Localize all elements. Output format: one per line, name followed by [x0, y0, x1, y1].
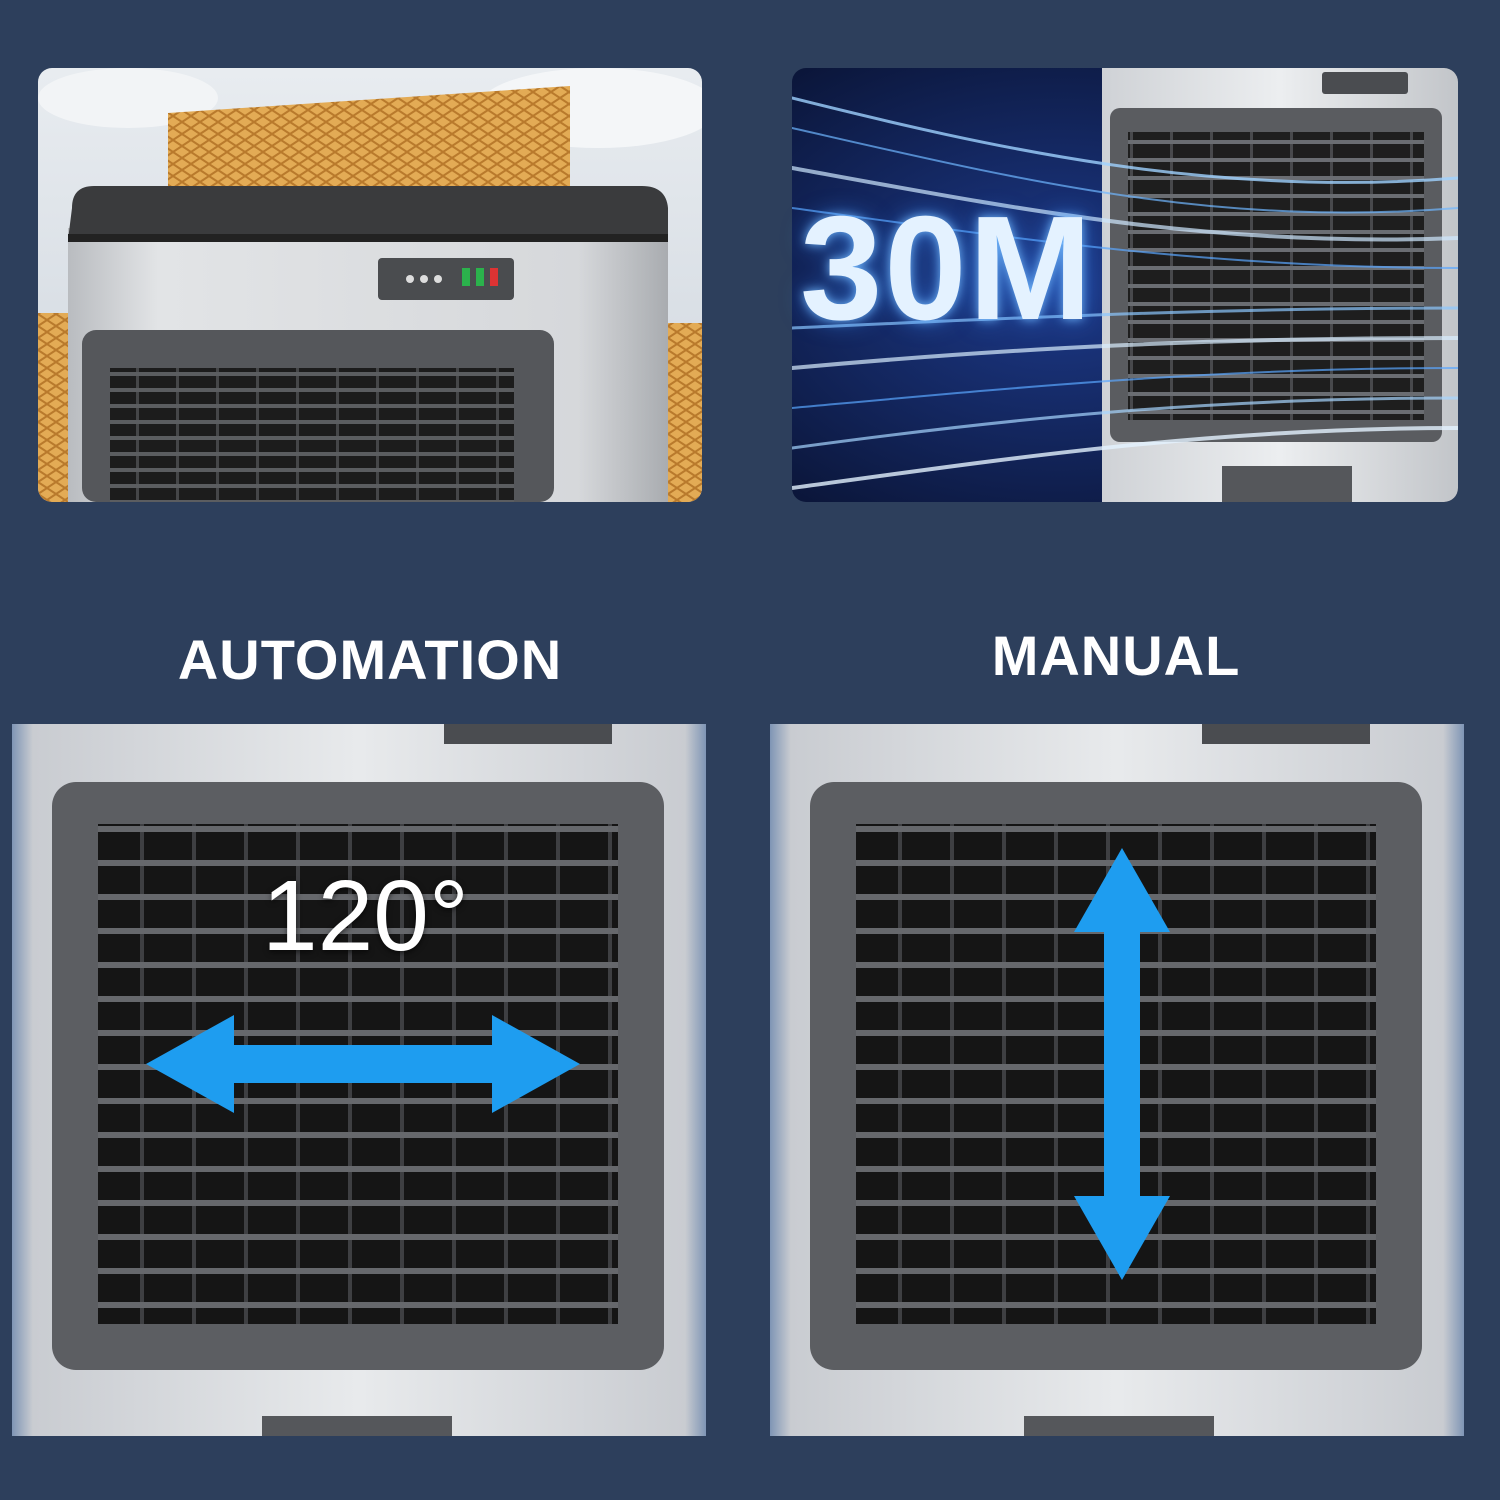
cooling-pad-product-photo [38, 68, 702, 502]
automation-caption: AUTOMATION [177, 628, 563, 691]
up-down-arrow-icon [1074, 848, 1170, 1280]
air-distance-label: 30M [800, 186, 1094, 351]
swing-angle-label: 120° [262, 860, 469, 972]
left-right-arrow-icon [146, 1015, 580, 1113]
manual-caption: MANUAL [991, 624, 1241, 687]
air-distance-photo [792, 68, 1458, 502]
